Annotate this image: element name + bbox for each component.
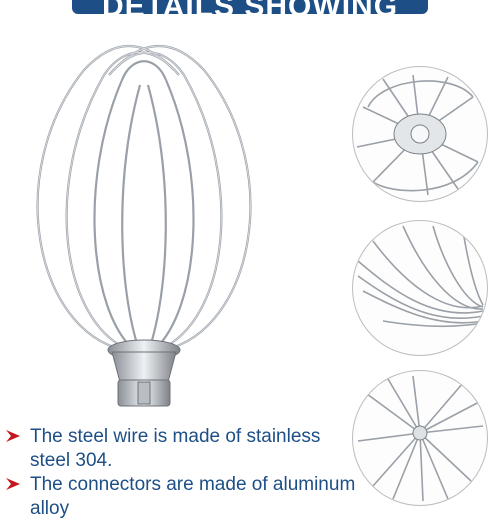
detail-connector-image — [352, 66, 488, 202]
detail-tip-image — [352, 370, 488, 506]
feature-item: The connectors are made of aluminum allo… — [6, 473, 356, 521]
feature-text: The connectors are made of aluminum allo… — [30, 474, 356, 519]
detail-wires-image — [352, 220, 488, 356]
whisk-main-image — [36, 45, 252, 407]
banner-title: DETAILS SHOWING — [101, 0, 399, 23]
red-arrow-icon — [6, 478, 20, 490]
details-banner: DETAILS SHOWING — [0, 0, 500, 22]
feature-item: The steel wire is made of stainless stee… — [6, 425, 356, 473]
feature-text: The steel wire is made of stainless stee… — [30, 426, 321, 471]
banner-bar — [72, 0, 428, 14]
red-arrow-icon — [6, 430, 20, 442]
